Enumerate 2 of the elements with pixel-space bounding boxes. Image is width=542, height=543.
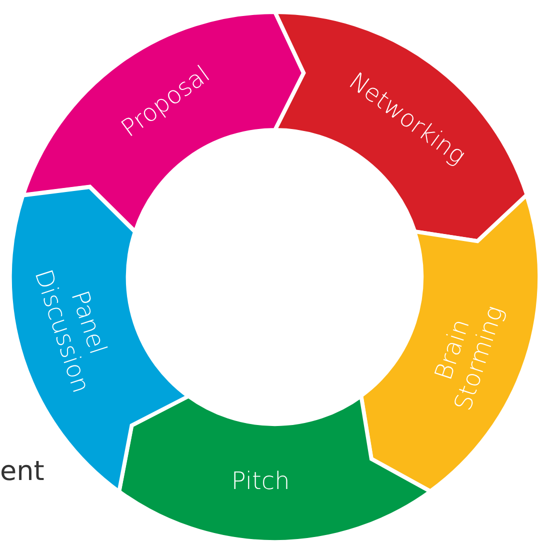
side-text: ent [0,456,44,487]
segment-label: Pitch [231,468,290,496]
